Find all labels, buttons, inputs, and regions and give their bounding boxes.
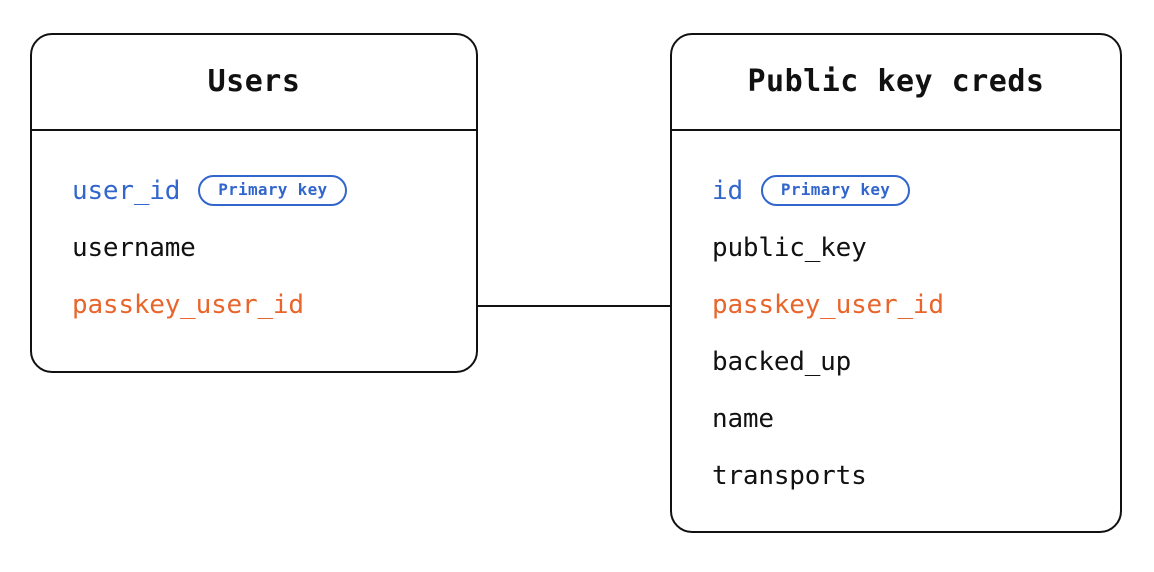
field-name-backed-up: backed_up [712, 346, 852, 377]
field-name-name: name [712, 403, 774, 434]
field-name-transports: transports [712, 460, 867, 491]
field-name-user-id: user_id [72, 175, 181, 206]
field-row-transports[interactable]: transports [672, 447, 1120, 504]
entity-title-users: Users [207, 64, 301, 99]
entity-field-list-public-key-creds: id Primary key public_key passkey_user_i… [672, 131, 1120, 504]
entity-title-public-key-creds: Public key creds [747, 64, 1045, 99]
field-row-name[interactable]: name [672, 390, 1120, 447]
field-name-public-key: public_key [712, 232, 867, 263]
field-name-username: username [72, 232, 196, 263]
field-row-username[interactable]: username [32, 219, 476, 276]
entity-header-divider [672, 129, 1120, 131]
field-name-passkey-user-id: passkey_user_id [712, 289, 944, 320]
relationship-connector-users-to-creds [478, 305, 672, 307]
entity-card-public-key-creds[interactable]: Public key creds id Primary key public_k… [670, 33, 1122, 533]
primary-key-badge: Primary key [760, 175, 911, 206]
entity-card-users[interactable]: Users user_id Primary key username passk… [30, 33, 478, 373]
field-name-passkey-user-id: passkey_user_id [72, 289, 304, 320]
field-row-passkey-user-id[interactable]: passkey_user_id [32, 276, 476, 333]
entity-field-list-users: user_id Primary key username passkey_use… [32, 131, 476, 333]
entity-header-divider [32, 129, 476, 131]
field-row-passkey-user-id[interactable]: passkey_user_id [672, 276, 1120, 333]
field-row-public-key[interactable]: public_key [672, 219, 1120, 276]
field-row-id[interactable]: id Primary key [672, 162, 1120, 219]
field-name-id: id [712, 175, 743, 206]
primary-key-badge: Primary key [198, 175, 348, 206]
field-row-backed-up[interactable]: backed_up [672, 333, 1120, 390]
field-row-user-id[interactable]: user_id Primary key [32, 162, 476, 219]
